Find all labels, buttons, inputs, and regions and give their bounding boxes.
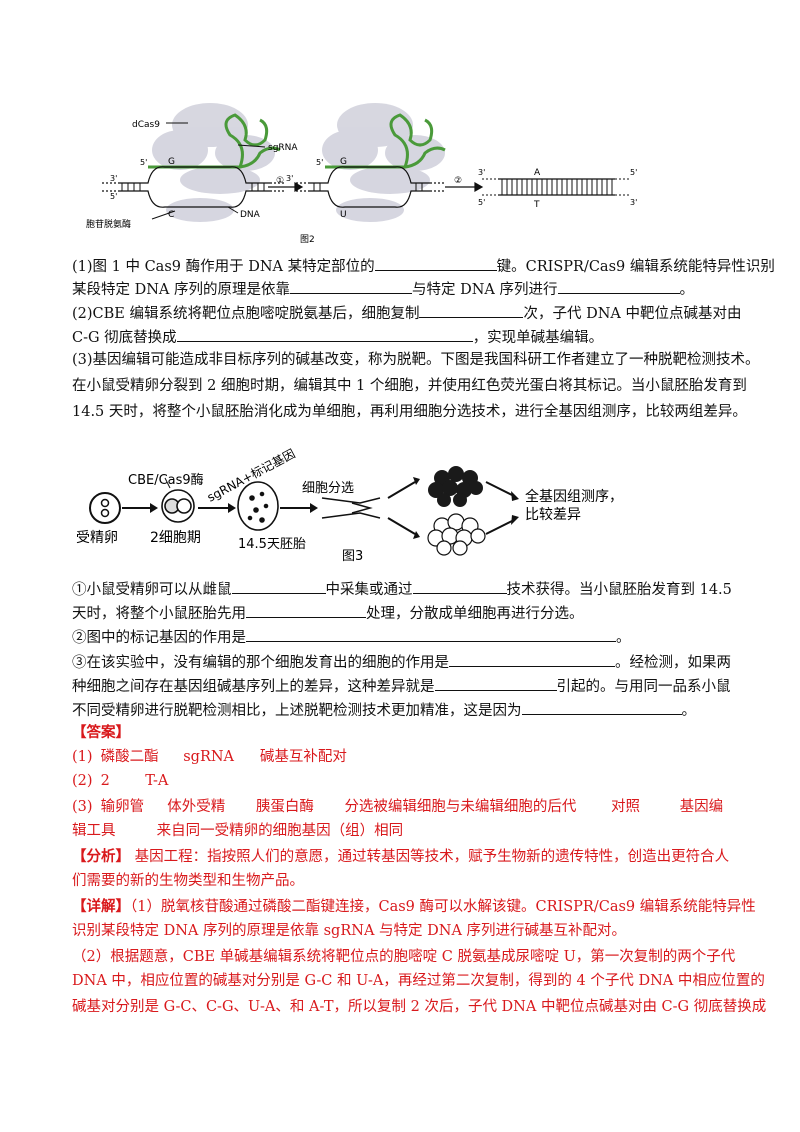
answer-2: (2) 2 T-A [72,773,169,789]
label-5-product-right: 5' [630,168,637,177]
label-embryo: 14.5天胚胎 [238,537,306,552]
answer-1: (1) 磷酸二酯 sgRNA 碱基互补配对 [72,749,347,765]
detail-line-1: 【详解】（1）脱氧核苷酸通过磷酸二酯键连接，Cas9 酶可以水解该键。CRISP… [72,898,756,915]
answer-blank-8[interactable] [246,602,366,618]
base-a-product: A [534,168,541,178]
step-2-label: ② [454,176,462,186]
label-sequencing-2: 比较差异 [525,507,581,523]
label-dna: DNA [240,210,261,220]
figure-3-diagram: CBE/Cas9酶 sgRNA+标记基因 细胞分选 全基因组测序， 比较差异 受… [76,448,623,564]
answer-blank-11[interactable] [434,675,557,691]
subquestion-3-line-2: 种细胞之间存在基因组碱基序列上的差异，这种差异就是引起的。与用同一品系小鼠 [72,675,732,697]
unedited-cells-cluster [427,513,486,556]
question-2-line-1: (2)CBE 编辑系统将靶位点胞嘧啶脱氨基后，细胞复制次，子代 DNA 中靶位点… [72,302,742,324]
answer-blank-3[interactable] [557,278,680,294]
subquestion-2: ②图中的标记基因的作用是。 [72,626,732,648]
label-3-product: 3' [478,168,485,177]
answer-heading: 【答案】 [72,724,130,741]
sgrna-strand-right [325,113,446,169]
answer-blank-2[interactable] [290,278,413,294]
cell-sorter [321,497,381,519]
label-zygote: 受精卵 [76,530,118,546]
subquestion-3-line-3: 不同受精卵进行脱靶检测相比，上述脱靶检测技术更加精准，这是因为。 [72,699,732,721]
label-5-product: 5' [478,198,485,207]
label-deaminase: 胞苷脱氨酶 [86,218,131,230]
label-3-product-right: 3' [630,198,637,207]
step-arrows [268,181,484,193]
detail-line-5: 碱基对分别是 G-C、C-G、U-A、和 A-T，所以复制 2 次后，子代 DN… [72,999,767,1015]
base-t-product: T [533,200,540,210]
label-dcas9: dCas9 [132,120,160,130]
label-cell-sort: 细胞分选 [302,481,354,496]
zygote-cell [89,492,121,524]
subquestion-1-line-1: ①小鼠受精卵可以从雌鼠中采集或通过技术获得。当小鼠胚胎发育到 14.5 [72,578,732,600]
edited-cells-cluster [428,466,483,507]
question-2-line-2: C-G 彻底替换成，实现单碱基编辑。 [72,326,732,348]
label-two-cell: 2细胞期 [150,530,201,546]
question-3-line-2: 在小鼠受精卵分裂到 2 细胞时期，编辑其中 1 个细胞，并使用红色荧光蛋白将其标… [72,378,747,394]
analysis-line-1: 【分析】 基因工程：指按照人们的意愿，通过转基因等技术，赋予生物新的遗传特性，创… [72,848,730,865]
figure-2-caption: 图2 [300,234,315,245]
label-3-left: 3' [110,174,117,183]
dna-bubble-right [296,166,444,208]
answer-blank-7[interactable] [412,578,507,594]
base-u-right: U [340,210,347,220]
label-5-left-top: 5' [140,158,147,167]
answer-blank-1[interactable] [374,255,497,271]
subquestion-3-line-1: ③在该实验中，没有编辑的那个细胞发育出的细胞的作用是。经检测，如果两 [72,651,732,673]
question-1-line-1: (1)图 1 中 Cas9 酶作用于 DNA 某特定部位的键。CRISPR/Ca… [72,255,775,277]
label-5-right-top: 5' [316,158,323,167]
detail-line-2: 识别某段特定 DNA 序列的原理是依靠 sgRNA 与特定 DNA 序列进行碱基… [72,923,627,939]
answer-blank-5[interactable] [176,326,473,342]
base-c-left: C [168,210,174,220]
label-sgrna: sgRNA [268,143,298,153]
answer-3-line-1: (3) 输卵管 体外受精 胰蛋白酶 分选被编辑细胞与未编辑细胞的后代 对照 基因… [72,799,724,815]
figure-3-caption: 图3 [342,549,363,564]
label-3-right-mid: 3' [286,174,293,183]
figure-2-diagram: dCas9 sgRNA 胞苷脱氨酶 DNA 5' 3' 5' 3' G C 5'… [86,103,637,245]
label-5-left: 5' [110,192,117,201]
step-1-label: ① [276,176,284,186]
detail-line-4: DNA 中，相应位置的碱基对分别是 G-C 和 U-A，再经过第二次复制，得到的… [72,973,765,989]
detail-line-3: （2）根据题意，CBE 单碱基编辑系统将靶位点的胞嘧啶 C 脱氨基成尿嘧啶 U，… [72,949,736,965]
question-3-line-1: (3)基因编辑可能造成非目标序列的碱基改变，称为脱靶。下图是我国科研工作者建立了… [72,352,760,368]
analysis-line-2: 们需要的新的生物类型和生物产品。 [72,873,304,889]
embryo-14-5-day [237,481,279,531]
answer-blank-4[interactable] [419,302,524,318]
question-3-line-3: 14.5 天时，将整个小鼠胚胎消化成为单细胞，再利用细胞分选技术，进行全基因组测… [72,404,747,420]
dna-product [482,178,630,196]
question-1-line-2: 某段特定 DNA 序列的原理是依靠与特定 DNA 序列进行。 [72,278,732,300]
answer-blank-12[interactable] [521,699,682,715]
answer-blank-10[interactable] [449,651,615,667]
dna-bubble-left [102,166,284,208]
subquestion-1-line-2: 天时，将整个小鼠胚胎先用处理，分散成单细胞再进行分选。 [72,602,732,624]
answer-blank-6[interactable] [231,578,326,594]
answer-3-line-2: 辑工具 来自同一受精卵的细胞基因（组）相同 [72,823,404,839]
sgrna-strand-left [148,113,281,169]
base-g-right: G [340,157,347,167]
base-g-left: G [168,157,175,167]
label-sequencing-1: 全基因组测序， [525,488,623,505]
two-cell-embryo [161,477,195,523]
label-cbe-cas9: CBE/Cas9酶 [128,472,204,488]
answer-blank-9[interactable] [246,626,616,642]
